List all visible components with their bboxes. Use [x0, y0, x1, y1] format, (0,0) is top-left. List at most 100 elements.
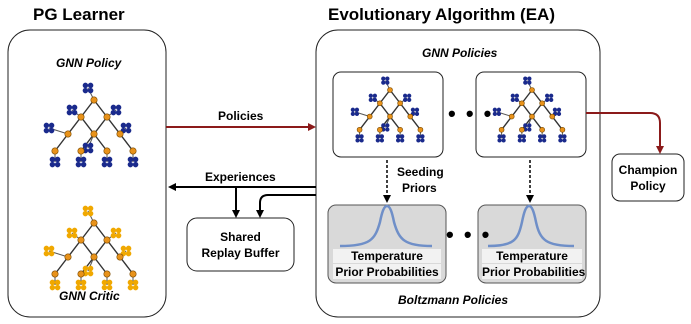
- graph-node: [64, 253, 72, 261]
- boltzmann-curve-n: [487, 204, 575, 248]
- graph-node: [77, 147, 85, 155]
- clover-leaf-icon: [82, 265, 94, 277]
- graph-node: [397, 126, 403, 133]
- ea-policy-graph-n: [492, 76, 567, 143]
- champion-line1: Champion: [618, 163, 678, 177]
- clover-leaf-icon: [82, 205, 94, 217]
- clover-leaf-icon: [375, 134, 385, 143]
- clover-leaf-icon: [49, 279, 61, 291]
- graph-node: [129, 147, 137, 155]
- clover-leaf-icon: [101, 279, 113, 291]
- graph-edge: [93, 222, 108, 241]
- graph-node: [366, 113, 373, 120]
- graph-node: [129, 270, 137, 278]
- gnn-policies-label: GNN Policies: [422, 46, 498, 60]
- clover-leaf-icon: [75, 279, 87, 291]
- clover-leaf-icon: [355, 134, 364, 143]
- graph-node: [387, 113, 393, 120]
- clover-leaf-icon: [523, 76, 532, 85]
- graph-node: [498, 126, 505, 133]
- replay-buffer-line2: Replay Buffer: [201, 246, 280, 260]
- clover-leaf-icon: [127, 156, 139, 168]
- graph-node: [51, 147, 59, 155]
- graph-node: [103, 270, 111, 278]
- ellipsis-policies: • • •: [448, 101, 494, 126]
- clover-leaf-icon: [381, 76, 390, 85]
- seeding-label: Seeding: [397, 165, 444, 179]
- clover-leaf-icon: [110, 104, 122, 116]
- boltzmann-policies-label: Boltzmann Policies: [398, 293, 509, 307]
- graph-edge: [106, 116, 121, 135]
- graph-edge: [80, 133, 95, 152]
- champion-line2: Policy: [630, 179, 666, 193]
- graph-node: [103, 147, 111, 155]
- graph-node: [77, 113, 85, 121]
- clover-leaf-icon: [416, 134, 425, 143]
- clover-leaf-icon: [66, 227, 78, 239]
- replay-buffer-text: Shared Replay Buffer: [187, 229, 294, 261]
- priors-label: Priors: [402, 181, 437, 195]
- clover-leaf-icon: [82, 142, 94, 154]
- graph-edge: [106, 239, 121, 258]
- clover-leaf-icon: [368, 93, 377, 102]
- graph-node: [90, 253, 98, 261]
- champion-box: [611, 153, 685, 202]
- graph-node: [539, 126, 545, 133]
- policies-arrow-label: Policies: [218, 109, 264, 123]
- graph-node: [103, 236, 111, 244]
- clover-leaf-icon: [101, 156, 113, 168]
- clover-leaf-icon: [403, 93, 412, 102]
- clover-leaf-icon: [75, 156, 87, 168]
- graph-edge: [67, 116, 82, 135]
- boltzmann-panel-n: [477, 204, 587, 284]
- graph-edge: [80, 239, 95, 258]
- experiences-to-buffer-left: [232, 186, 240, 218]
- temp-row-n: [482, 249, 582, 263]
- replay-buffer-line1: Shared: [220, 230, 261, 244]
- experiences-arrow-label: Experiences: [205, 170, 276, 184]
- graph-node: [407, 113, 414, 120]
- graph-node: [377, 126, 383, 133]
- gnn-critic-label: GNN Critic: [59, 289, 120, 303]
- clover-leaf-icon: [395, 134, 405, 143]
- graph-node: [116, 253, 124, 261]
- clover-leaf-icon: [43, 245, 55, 257]
- graph-node: [77, 270, 85, 278]
- graph-node: [417, 126, 424, 133]
- graph-node: [90, 130, 98, 138]
- pg-learner-title: PG Learner: [33, 5, 125, 24]
- clover-leaf-icon: [492, 107, 502, 116]
- graph-node: [529, 113, 535, 120]
- clover-leaf-icon: [517, 134, 527, 143]
- clover-leaf-icon: [537, 134, 547, 143]
- ellipsis-boltzmann: • • •: [446, 222, 492, 247]
- clover-leaf-icon: [110, 227, 122, 239]
- temperature-label-1: Temperature: [351, 249, 423, 263]
- graph-edge: [119, 133, 134, 152]
- graph-node: [397, 100, 403, 107]
- graph-node: [529, 87, 535, 93]
- clover-leaf-icon: [82, 82, 94, 94]
- prior-row-n: [482, 264, 582, 279]
- gnn-policy-label: GNN Policy: [56, 56, 122, 70]
- graph-edge: [80, 99, 95, 118]
- graph-node: [377, 100, 383, 107]
- prior-probabilities-label-1: Prior Probabilities: [335, 265, 439, 279]
- clover-leaf-icon: [558, 134, 567, 143]
- temperature-label-n: Temperature: [496, 249, 568, 263]
- prior-row-1: [333, 264, 441, 279]
- clover-leaf-icon: [410, 107, 420, 116]
- clover-leaf-icon: [66, 104, 78, 116]
- prior-probabilities-label-n: Prior Probabilities: [482, 265, 586, 279]
- graph-edge: [93, 116, 108, 135]
- clover-leaf-icon: [350, 107, 360, 116]
- graph-edge: [93, 239, 108, 258]
- graph-node: [549, 113, 556, 120]
- ea-policy-graph-1: [350, 76, 425, 143]
- graph-node: [519, 100, 525, 107]
- graph-node: [103, 113, 111, 121]
- graph-node: [90, 96, 98, 104]
- ea-title: Evolutionary Algorithm (EA): [328, 5, 555, 24]
- graph-edge: [80, 116, 95, 135]
